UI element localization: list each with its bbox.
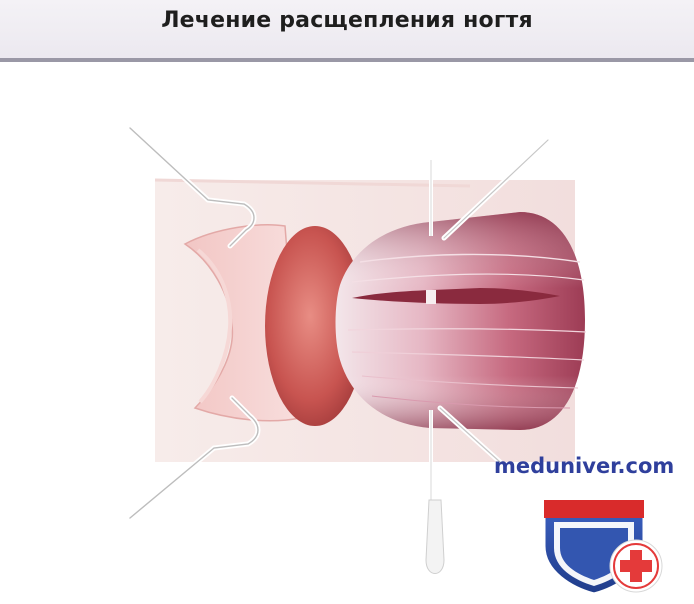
shield-logo-icon	[542, 498, 663, 596]
header-band	[0, 0, 694, 62]
watermark-text: meduniver.com	[494, 454, 675, 478]
header-divider	[0, 58, 694, 62]
suture-needle-icon	[425, 499, 445, 574]
nail-split	[352, 288, 560, 304]
nail-plate	[335, 212, 587, 430]
cuticle	[265, 226, 365, 426]
red-cross-icon	[609, 539, 663, 593]
page-title: Лечение расщепления ногтя	[161, 8, 533, 33]
probe-lower-icon	[437, 405, 503, 465]
vertical-suture-icon	[426, 160, 436, 560]
retractor-lower-icon	[127, 395, 261, 521]
retractor-upper-icon	[127, 125, 257, 249]
probe-upper-icon	[441, 137, 551, 241]
nail-split-illustration	[127, 125, 587, 574]
